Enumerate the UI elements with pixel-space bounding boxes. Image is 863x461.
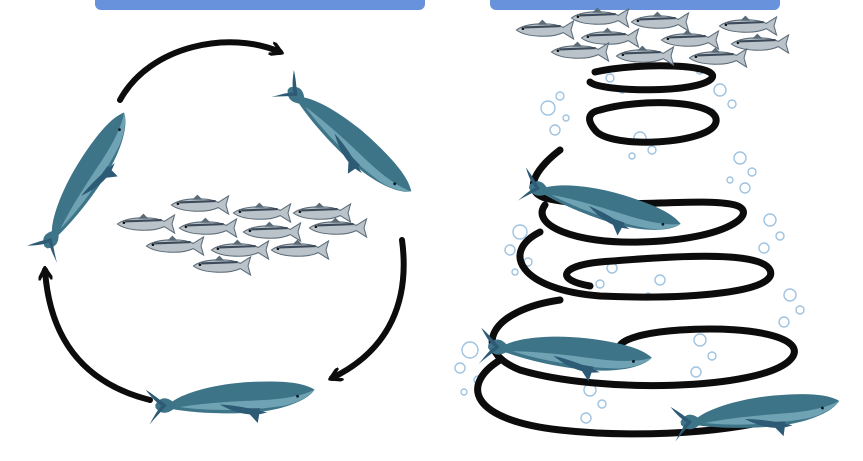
fish-school-left <box>117 195 366 276</box>
cycle-arrow-left <box>45 270 150 400</box>
cycle-arrow-top <box>120 42 280 100</box>
right-panel-bubble-net <box>455 8 843 452</box>
whale-bottom <box>146 372 318 434</box>
cycle-arrow-right <box>332 240 404 378</box>
left-panel-circling <box>27 42 422 434</box>
whale-left <box>27 104 147 268</box>
fish-school-right <box>516 8 788 68</box>
whale-bottom-right <box>670 383 843 451</box>
whale-top-right <box>265 70 422 212</box>
spiral-path <box>478 66 800 434</box>
